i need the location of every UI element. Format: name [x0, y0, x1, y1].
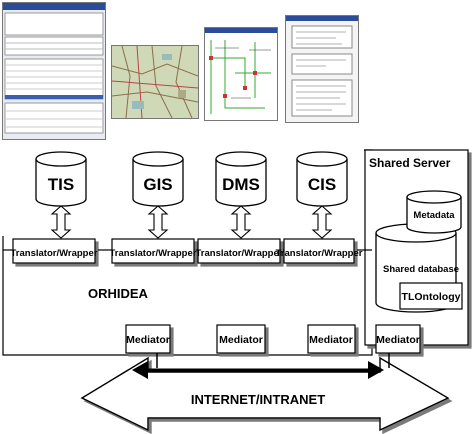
dms-double-arrow — [230, 205, 252, 239]
tlontology-label: TLOntology — [402, 291, 461, 303]
mediator-label-2: Mediator — [219, 334, 263, 346]
cis-screenshot — [285, 15, 359, 123]
dms-translator-label: Translator/Wrapper — [196, 248, 283, 259]
cis-database: CIS — [296, 151, 348, 207]
mediator-box-1 — [125, 324, 171, 354]
gis-translator-box — [111, 238, 195, 264]
cis-translator-label: Translator/Wrapper — [276, 248, 363, 259]
cis-double-arrow — [311, 205, 333, 239]
gis-label: GIS — [143, 175, 172, 194]
mediator-box-3 — [307, 324, 356, 354]
tis-translator-box — [12, 238, 96, 264]
tis-label: TIS — [48, 175, 74, 194]
gis-double-arrow — [147, 205, 169, 239]
tis-database: TIS — [35, 151, 87, 207]
tis-screenshot — [2, 2, 106, 140]
tlontology-box — [399, 282, 463, 310]
shared-database-label: Shared database — [383, 264, 459, 275]
mediator-label-1: Mediator — [126, 334, 170, 346]
metadata-store: Metadata — [406, 190, 462, 234]
mediator-box-2 — [216, 324, 266, 354]
dms-translator-box — [197, 238, 281, 264]
tis-translator-label: Translator/Wrapper — [11, 248, 98, 259]
metadata-label: Metadata — [413, 210, 455, 221]
mediator-box-4 — [375, 324, 421, 354]
cis-label: CIS — [308, 175, 336, 194]
internet-label: INTERNET/INTRANET — [191, 392, 325, 407]
cis-translator-box — [283, 238, 355, 264]
dms-screenshot — [204, 27, 278, 121]
dms-database: DMS — [215, 151, 267, 207]
gis-database: GIS — [132, 151, 184, 207]
gis-translator-label: Translator/Wrapper — [110, 248, 197, 259]
dms-label: DMS — [222, 175, 260, 194]
tis-double-arrow — [50, 205, 72, 239]
mediator-label-4: Mediator — [376, 334, 420, 346]
orhidea-label: ORHIDEA — [88, 286, 149, 301]
mediator-label-3: Mediator — [309, 334, 353, 346]
network-bus-arrow — [132, 361, 384, 379]
gis-screenshot — [111, 45, 199, 119]
shared-server-title: Shared Server — [369, 156, 451, 170]
